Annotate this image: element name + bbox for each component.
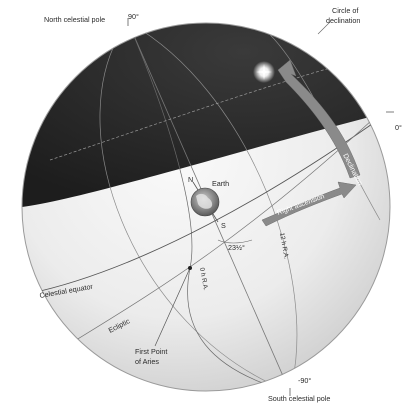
label-tilt: 23½° — [228, 243, 245, 252]
label-earth-s: S — [221, 221, 226, 230]
star — [253, 61, 275, 83]
aries-pointer — [154, 267, 191, 347]
earth — [190, 181, 253, 244]
declination-arrow — [277, 59, 361, 179]
ecliptic-line — [59, 119, 373, 351]
right-ascension-arrow — [261, 181, 357, 227]
label-earth: Earth — [212, 179, 229, 188]
label-deg-90: 90° — [128, 12, 139, 21]
label-south-celestial-pole: South celestial pole — [268, 394, 330, 403]
hour-circle-back — [99, 23, 291, 391]
label-circle-of-declination-1: Circle of — [332, 6, 358, 15]
label-first-point-2: of Aries — [135, 357, 159, 366]
label-first-point-1: First Point — [135, 347, 167, 356]
label-north-celestial-pole: North celestial pole — [44, 15, 105, 24]
label-ra-0h: 0 h R.A. — [198, 267, 209, 291]
label-earth-n: N — [188, 175, 193, 184]
circle-of-declination — [49, 59, 361, 161]
label-deg-0: 0° — [395, 123, 402, 132]
label-deg-minus-90: -90° — [298, 376, 311, 385]
sphere-grid-lines — [22, 23, 390, 391]
label-circle-of-declination-2: declination — [326, 16, 360, 25]
hour-circle-12h — [127, 23, 298, 391]
first-point-of-aries-dot — [188, 266, 192, 270]
label-ra-12h: 12 h R.A. — [278, 232, 290, 260]
